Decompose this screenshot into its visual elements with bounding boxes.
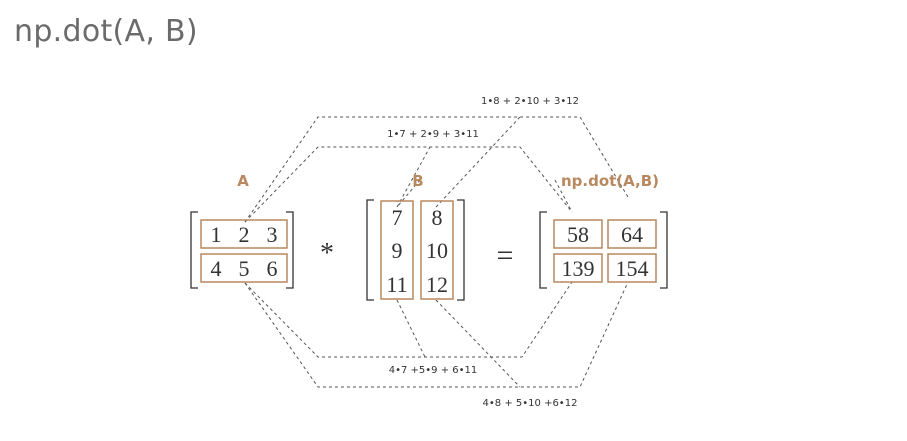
result-2-2-box: [607, 253, 657, 283]
result-2-1: 139: [562, 256, 595, 281]
multiply-operator: *: [320, 238, 334, 269]
matrix-a-left-bracket: [190, 211, 198, 289]
matrix-b-col2-box: [420, 200, 454, 300]
label-result: np.dot(A,B): [561, 172, 659, 190]
b-1-1: 7: [392, 205, 403, 230]
formula-r1c1: 1•7 + 2•9 + 3•11: [387, 129, 479, 140]
connector-r2c1: [244, 281, 573, 358]
matrix-a-right-bracket: [286, 211, 294, 289]
result-1-2: 64: [621, 222, 643, 247]
b-2-2: 10: [426, 238, 448, 263]
matrix-a-row2-box: [200, 253, 288, 283]
label-b: B: [412, 172, 423, 190]
a-1-2: 2: [239, 222, 250, 247]
label-a: A: [237, 172, 249, 190]
result-right-bracket: [660, 211, 668, 289]
b-3-1: 11: [386, 272, 407, 297]
formula-r2c2: 4•8 + 5•10 +6•12: [483, 398, 578, 409]
matrix-result: 58 64 139 154: [539, 211, 668, 289]
a-1-3: 3: [267, 222, 278, 247]
matrix-a: 1 2 3 4 5 6: [190, 211, 294, 289]
b-3-2: 12: [426, 272, 448, 297]
page-title: np.dot(A, B): [14, 14, 198, 49]
result-1-2-box: [607, 219, 657, 249]
result-2-1-box: [553, 253, 603, 283]
matrix-b-col1-box: [380, 200, 414, 300]
dashed-connectors: [244, 116, 629, 388]
result-1-1-box: [553, 219, 603, 249]
formula-r2c1: 4•7 +5•9 + 6•11: [389, 365, 478, 376]
connector-label-result: [554, 179, 573, 213]
matrix-a-row1-box: [200, 219, 288, 249]
connector-r1c1: [244, 146, 573, 223]
a-2-3: 6: [267, 256, 278, 281]
connector-r2c2-b: [435, 299, 521, 388]
a-2-1: 4: [211, 256, 222, 281]
result-2-2: 154: [616, 256, 649, 281]
b-2-1: 9: [392, 238, 403, 263]
a-2-2: 5: [239, 256, 250, 281]
connector-r2c1-b: [396, 299, 426, 358]
connector-r1c2: [244, 116, 629, 223]
a-1-1: 1: [211, 222, 222, 247]
matrix-b: 7 9 11 8 10 12: [366, 199, 465, 301]
b-1-2: 8: [432, 205, 443, 230]
formula-r1c2: 1•8 + 2•10 + 3•12: [481, 96, 579, 107]
matrix-b-left-bracket: [366, 199, 374, 301]
connector-r2c2: [244, 281, 629, 388]
matrix-b-right-bracket: [457, 199, 465, 301]
equals-operator: =: [497, 239, 514, 272]
connector-r1c2-b: [435, 116, 521, 208]
result-1-1: 58: [567, 222, 589, 247]
result-left-bracket: [539, 211, 547, 289]
